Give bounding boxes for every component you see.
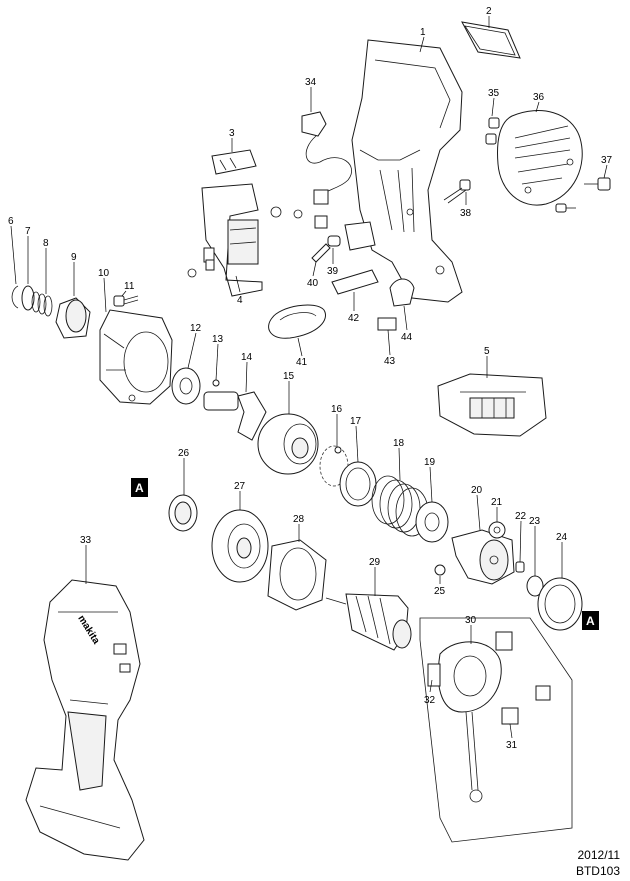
- callout-15: 15: [283, 371, 295, 382]
- callout-3: 3: [229, 128, 235, 139]
- callout-9: 9: [71, 252, 77, 263]
- callout-30: 30: [465, 615, 477, 626]
- callout-14: 14: [241, 352, 253, 363]
- part-17-ring: [339, 461, 377, 507]
- flag-a-left: A: [131, 478, 148, 497]
- part-6-ring: [11, 285, 19, 309]
- callout-2: 2: [486, 6, 492, 17]
- callout-12: 12: [190, 323, 202, 334]
- part-37-screw-b: [555, 203, 576, 213]
- part-34-connector: [301, 111, 353, 229]
- part-22-pin: [515, 561, 525, 573]
- footer-date: 2012/11: [577, 848, 621, 862]
- part-13-ball: [212, 379, 220, 387]
- part-4-switch: [187, 183, 303, 297]
- footer-model: BTD103: [575, 864, 620, 878]
- part-30-stator: [419, 617, 573, 843]
- callout-7: 7: [25, 226, 31, 237]
- callout-25: 25: [434, 586, 446, 597]
- callout-37: 37: [601, 155, 613, 166]
- callout-44: 44: [401, 332, 413, 343]
- callout-labels: 1 2 3 4 5 6 7 8 9 10 11 12 13 14 15 16 1: [8, 6, 613, 751]
- callout-27: 27: [234, 481, 246, 492]
- part-42-plate: [331, 269, 379, 295]
- part-19-washer: [415, 501, 449, 543]
- callout-8: 8: [43, 238, 49, 249]
- callout-4: 4: [237, 295, 243, 306]
- part-8-spring: [31, 291, 53, 317]
- part-2-label-plate: [461, 21, 521, 59]
- callout-29: 29: [369, 557, 381, 568]
- part-15-hammer: [257, 413, 319, 475]
- callout-36: 36: [533, 92, 545, 103]
- callout-28: 28: [293, 514, 305, 525]
- part-40-pin: [311, 243, 331, 263]
- part-1-housing: [344, 39, 463, 303]
- callout-21: 21: [491, 497, 503, 508]
- part-24-retainer: [537, 577, 583, 631]
- callout-13: 13: [212, 334, 224, 345]
- part-35-spacer: [488, 117, 500, 129]
- callout-18: 18: [393, 438, 405, 449]
- part-10-gear-housing: [99, 309, 173, 405]
- callout-42: 42: [348, 313, 360, 324]
- callout-16: 16: [331, 404, 343, 415]
- part-33-housing: [25, 579, 145, 861]
- callout-10: 10: [98, 268, 110, 279]
- callout-11: 11: [124, 281, 135, 292]
- callout-17: 17: [350, 416, 362, 427]
- callout-43: 43: [384, 356, 396, 367]
- part-43-clip: [377, 317, 397, 331]
- part-3-lever: [211, 149, 257, 175]
- callout-1: 1: [420, 27, 426, 38]
- callout-31: 31: [506, 740, 518, 751]
- part-36-rear-cover: [497, 110, 583, 206]
- callout-34: 34: [305, 77, 317, 88]
- part-25-ball: [434, 564, 446, 576]
- part-14-anvil: [203, 391, 267, 441]
- part-7-washer: [21, 285, 35, 311]
- callout-39: 39: [327, 266, 339, 277]
- callout-35: 35: [488, 88, 500, 99]
- callout-33: 33: [80, 535, 92, 546]
- callout-5: 5: [484, 346, 490, 357]
- part-16-ball: [334, 446, 342, 454]
- part-28-sleeve: [267, 539, 327, 611]
- callout-32: 32: [424, 695, 436, 706]
- svg-text:A: A: [135, 481, 144, 495]
- part-41-lens: [268, 304, 326, 339]
- callout-6: 6: [8, 216, 14, 227]
- callout-41: 41: [296, 357, 308, 368]
- flag-a-right: A: [582, 611, 599, 630]
- part-39-pin: [327, 235, 341, 247]
- part-21-gear: [488, 521, 506, 539]
- part-27-gear-case: [211, 509, 269, 583]
- part-5-terminal: [437, 373, 547, 437]
- callout-24: 24: [556, 532, 568, 543]
- part-20-spindle: [451, 529, 515, 585]
- part-44-knob: [389, 278, 415, 307]
- part-9-sleeve: [55, 297, 91, 339]
- part-38-screw: [443, 179, 471, 204]
- callout-26: 26: [178, 448, 190, 459]
- callout-40: 40: [307, 278, 319, 289]
- part-26-bearing: [168, 494, 198, 532]
- callout-23: 23: [529, 516, 541, 527]
- callout-19: 19: [424, 457, 436, 468]
- part-12-washer: [171, 367, 201, 405]
- part-35-spacer-b: [485, 133, 497, 145]
- part-29-rotor: [325, 593, 412, 651]
- part-31-clip: [501, 707, 519, 725]
- part-11-bolt: [113, 295, 139, 307]
- callout-22: 22: [515, 511, 527, 522]
- callout-20: 20: [471, 485, 483, 496]
- callout-38: 38: [460, 208, 472, 219]
- part-37-screw: [584, 177, 611, 191]
- svg-text:A: A: [586, 614, 595, 628]
